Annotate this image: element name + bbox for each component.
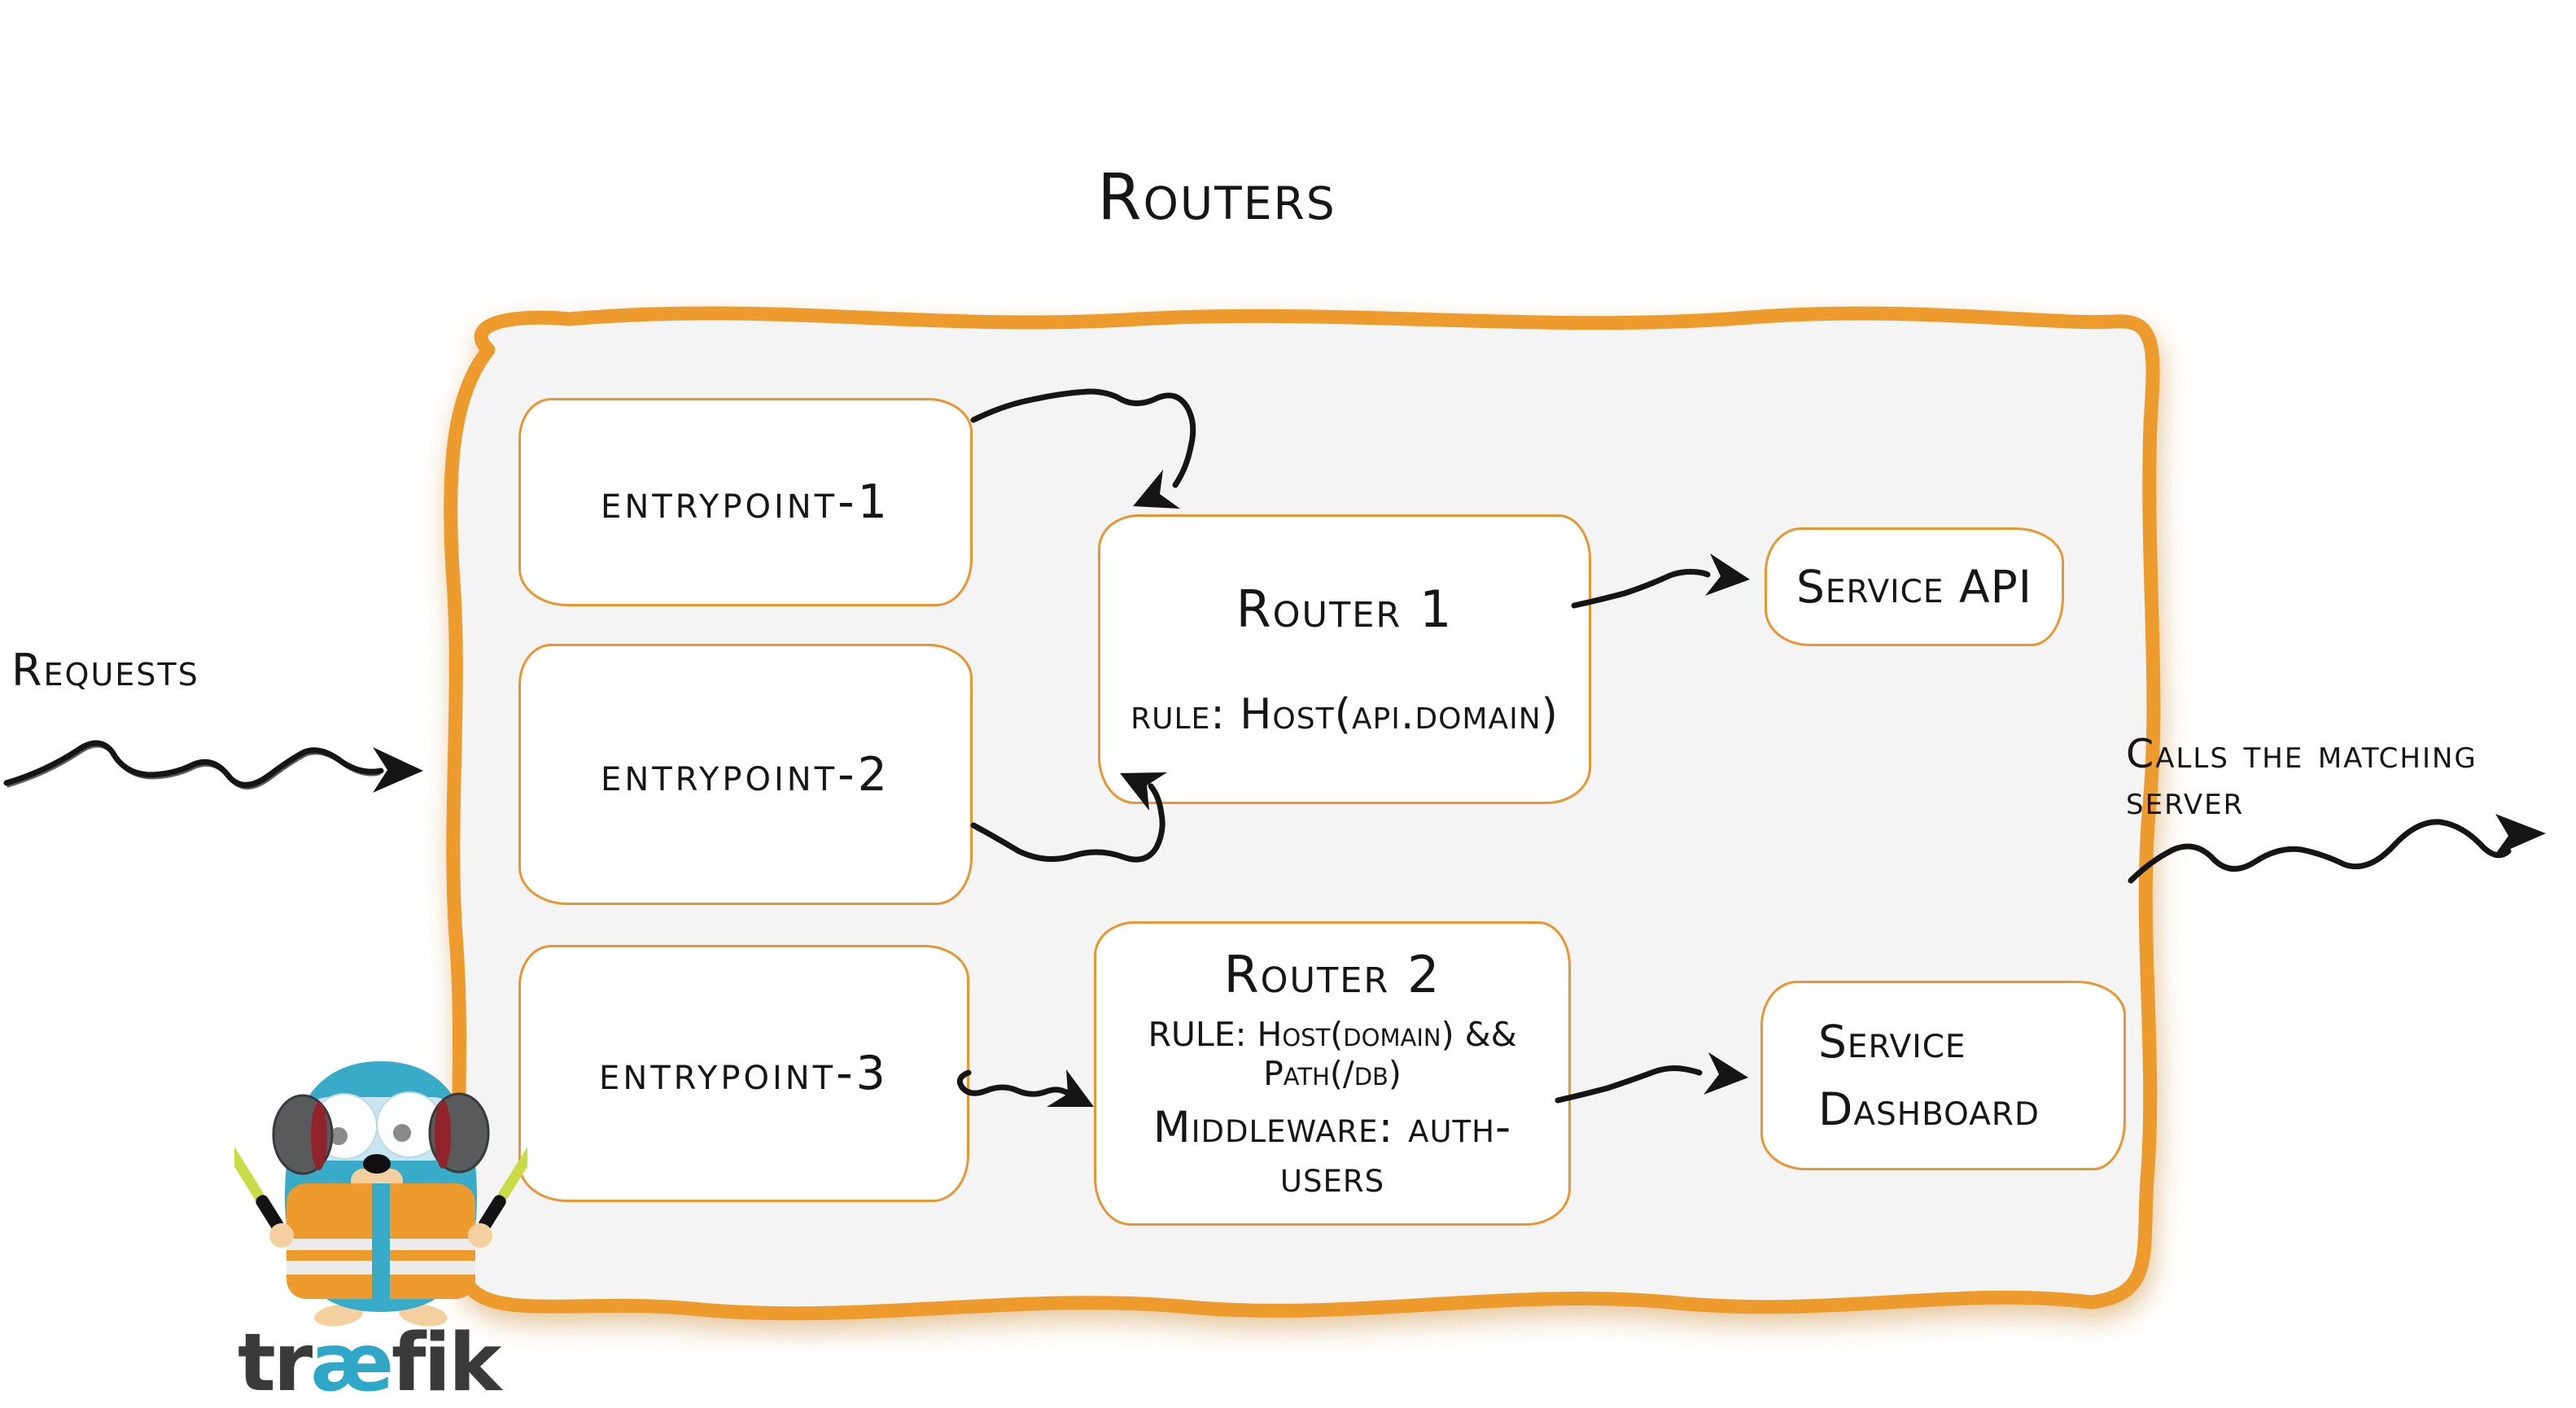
router-1-rule: rule: Host(api.domain)	[1131, 690, 1559, 739]
calls-matching-server-label: Calls the matching server	[2126, 731, 2478, 824]
entrypoint-2-box: entrypoint-2	[518, 644, 973, 905]
left-light-stick	[234, 1122, 284, 1231]
right-light-stick	[478, 1122, 527, 1231]
traefik-wordmark: træfik	[238, 1317, 501, 1408]
router-1-title: Router 1	[1236, 579, 1454, 639]
router-2-rule: RULE: Host(domain) && Path(/db)	[1148, 1014, 1517, 1093]
service-api-label: Service API	[1795, 560, 2033, 613]
requests-label: Requests	[11, 645, 199, 696]
gopher-hand	[468, 1223, 492, 1248]
router-2-middleware: Middleware: auth-users	[1152, 1102, 1512, 1202]
entrypoint-3-label: entrypoint-3	[599, 1047, 889, 1100]
router-1-box: Router 1 rule: Host(api.domain)	[1098, 514, 1591, 804]
safety-vest	[286, 1183, 475, 1299]
gopher-hand	[269, 1223, 294, 1248]
router-2-box: Router 2 RULE: Host(domain) && Path(/db)…	[1094, 921, 1571, 1226]
entrypoint-3-box: entrypoint-3	[518, 945, 969, 1202]
diagram-title: Routers	[1097, 161, 1336, 234]
service-dashboard-label: Service Dashboard	[1818, 1016, 2040, 1135]
traefik-gopher-logo	[234, 1061, 527, 1327]
wordmark-ae: æ	[310, 1317, 394, 1408]
gopher-nose	[363, 1154, 391, 1174]
wordmark-prefix: tr	[238, 1317, 313, 1408]
entrypoint-2-label: entrypoint-2	[601, 747, 890, 802]
entrypoint-1-label: entrypoint-1	[601, 475, 890, 529]
gopher-foot	[399, 1304, 448, 1327]
service-api-box: Service API	[1765, 527, 2064, 646]
router-2-title: Router 2	[1223, 945, 1441, 1005]
gopher-foot	[314, 1304, 363, 1327]
service-dashboard-box: Service Dashboard	[1760, 981, 2126, 1170]
entrypoint-1-box: entrypoint-1	[518, 398, 973, 606]
headphones-ear-cups	[272, 1092, 490, 1175]
wordmark-suffix: fik	[391, 1317, 501, 1408]
